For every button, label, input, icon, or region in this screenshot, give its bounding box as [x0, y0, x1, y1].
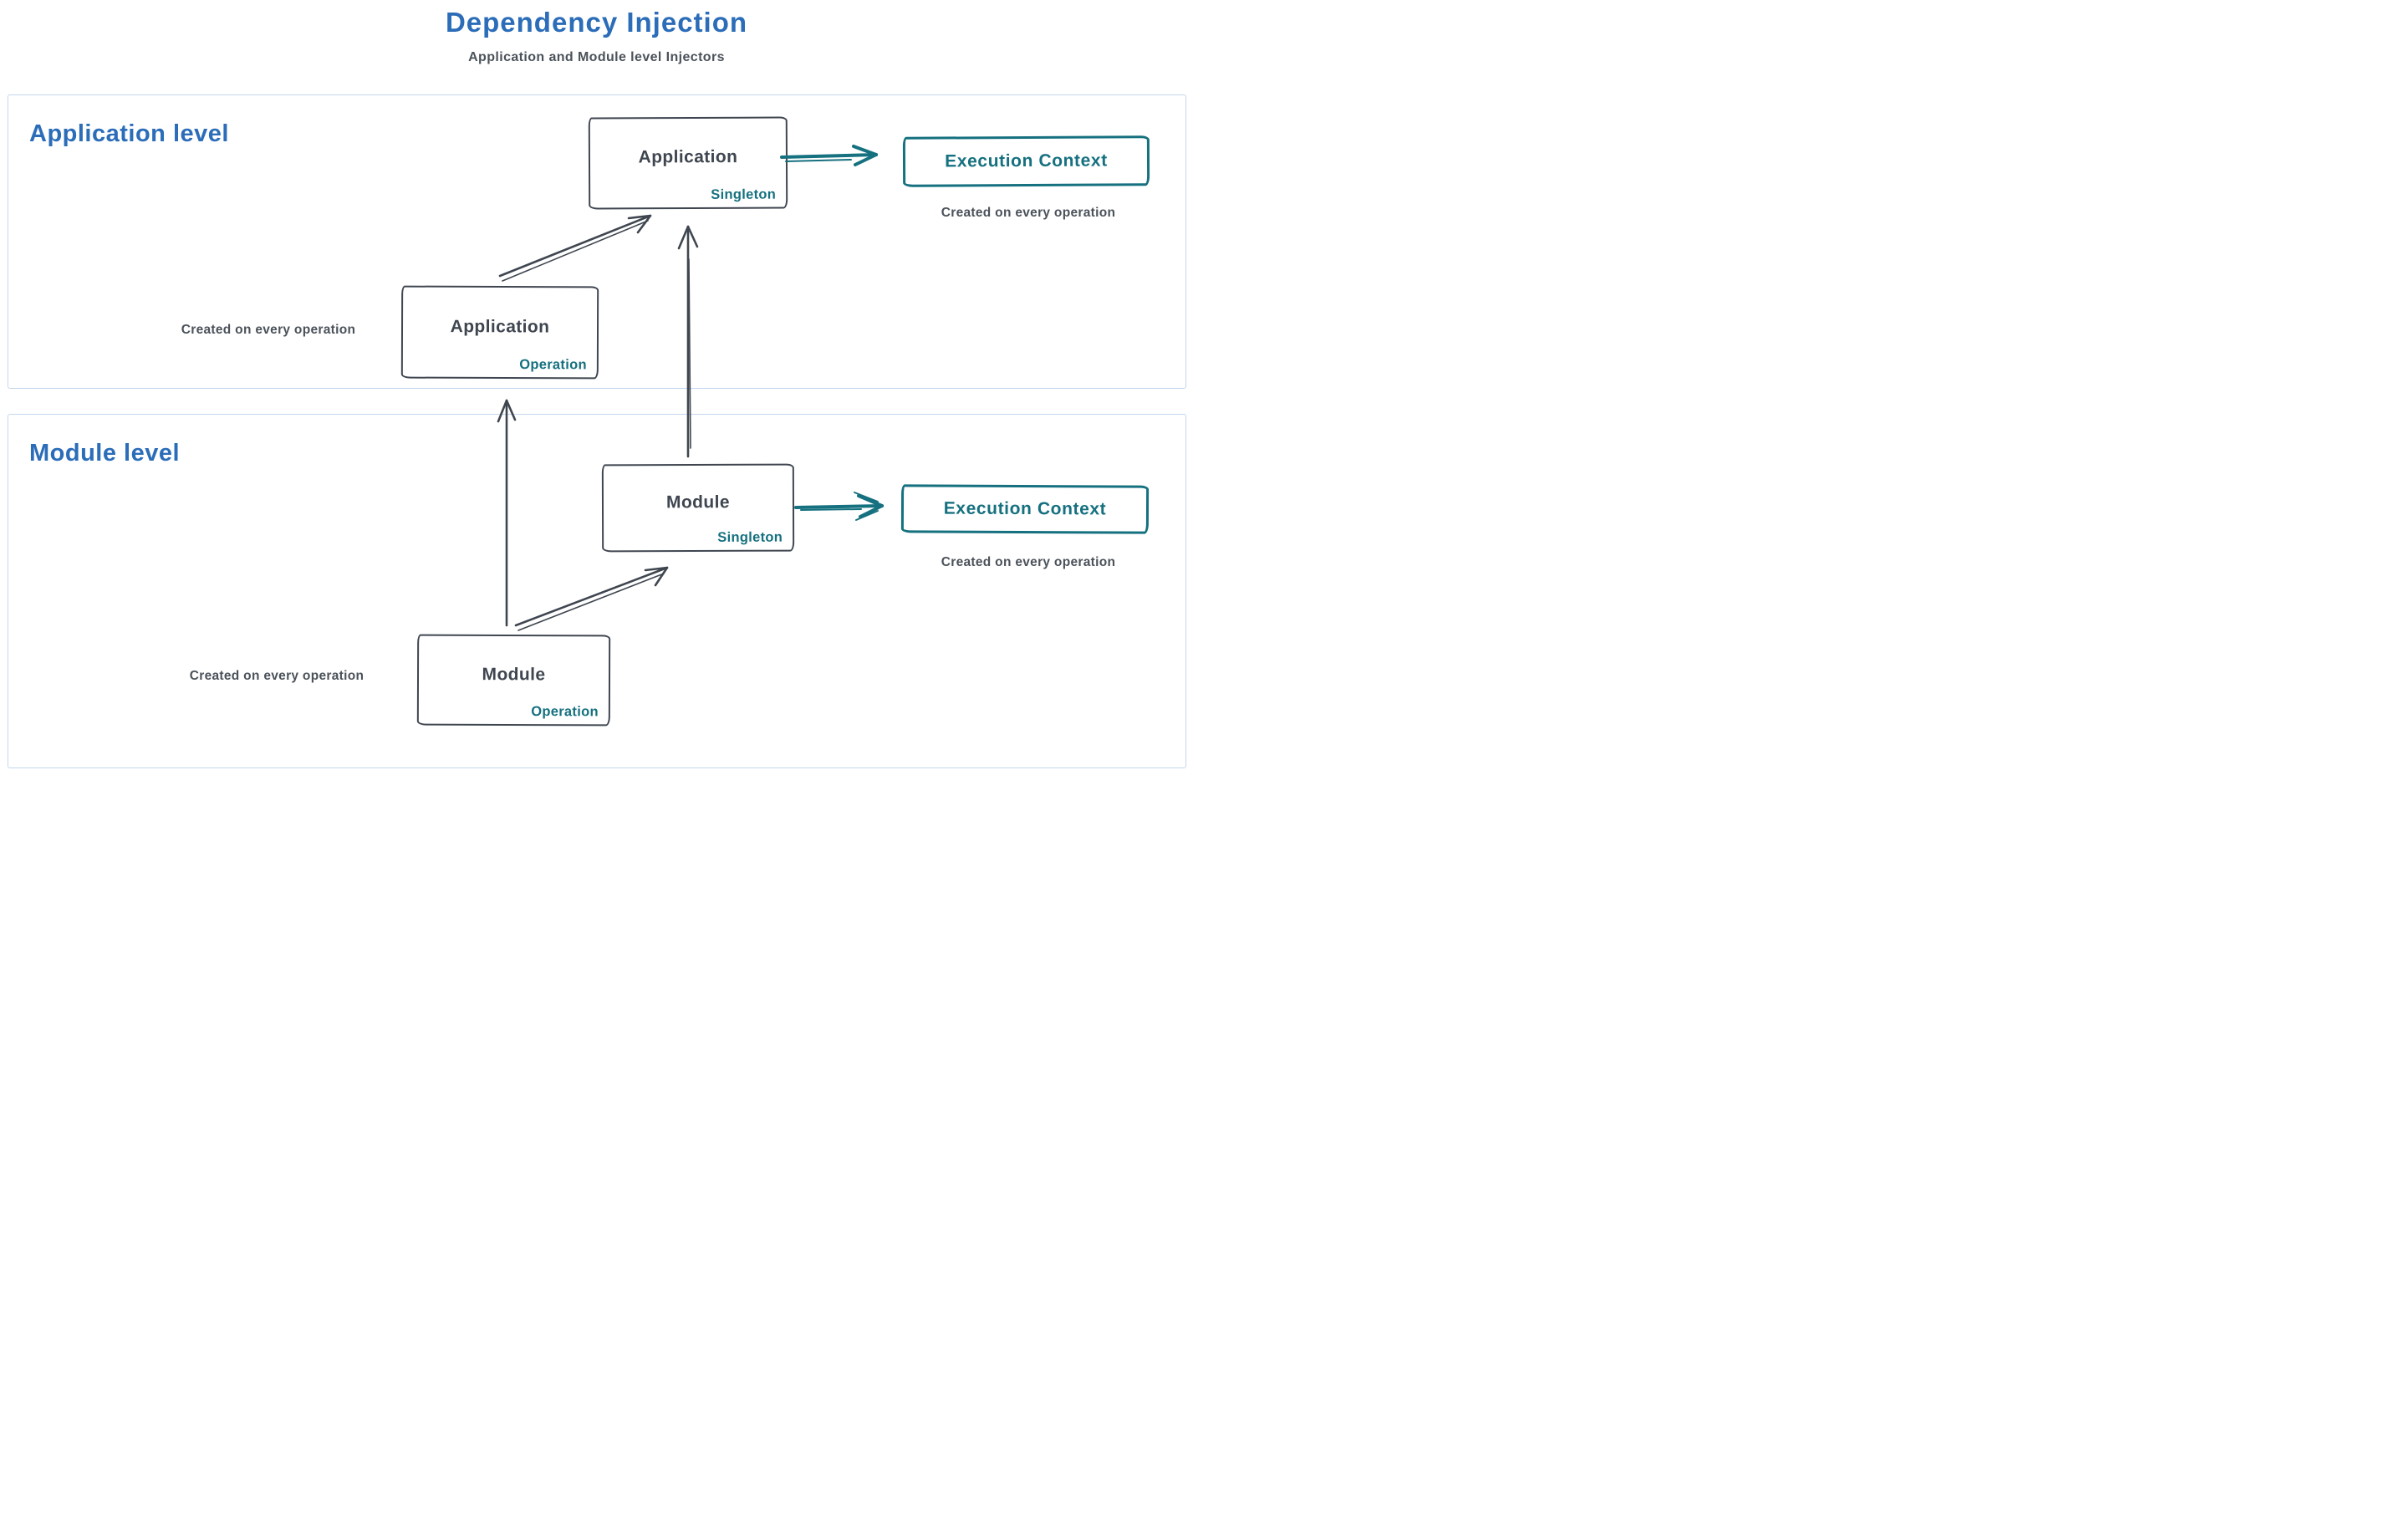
execution-context-top-label: Execution Context — [945, 150, 1108, 171]
node-module-operation: Module Operation — [416, 634, 611, 727]
node-module-operation-title: Module — [482, 664, 546, 684]
node-execution-context-bottom: Execution Context — [900, 484, 1150, 534]
module-level-panel: Module level — [8, 414, 1186, 768]
node-application-singleton-tag: Singleton — [711, 186, 777, 202]
node-module-singleton-title: Module — [665, 492, 730, 512]
note-module-operation: Created on every operation — [189, 669, 365, 683]
page-title: Dependency Injection — [445, 7, 748, 38]
note-execution-context-top: Created on every operation — [941, 206, 1116, 220]
application-level-label: Application level — [29, 120, 229, 147]
node-application-operation-title: Application — [450, 316, 550, 336]
module-level-label: Module level — [29, 440, 181, 467]
page-subtitle: Application and Module level Injectors — [468, 50, 725, 64]
node-application-operation: Application Operation — [400, 285, 599, 380]
node-module-singleton-tag: Singleton — [717, 529, 783, 545]
diagram-canvas: Dependency Injection Application and Mod… — [0, 0, 1193, 770]
node-application-operation-tag: Operation — [519, 357, 587, 373]
application-level-panel: Application level — [8, 94, 1186, 389]
node-application-singleton-title: Application — [638, 147, 738, 167]
note-execution-context-bottom: Created on every operation — [941, 555, 1116, 569]
node-module-singleton: Module Singleton — [601, 463, 795, 553]
node-module-operation-tag: Operation — [531, 704, 599, 720]
node-execution-context-top: Execution Context — [902, 135, 1150, 187]
execution-context-bottom-label: Execution Context — [943, 498, 1107, 519]
node-application-singleton: Application Singleton — [588, 116, 788, 210]
note-application-operation: Created on every operation — [181, 323, 356, 337]
